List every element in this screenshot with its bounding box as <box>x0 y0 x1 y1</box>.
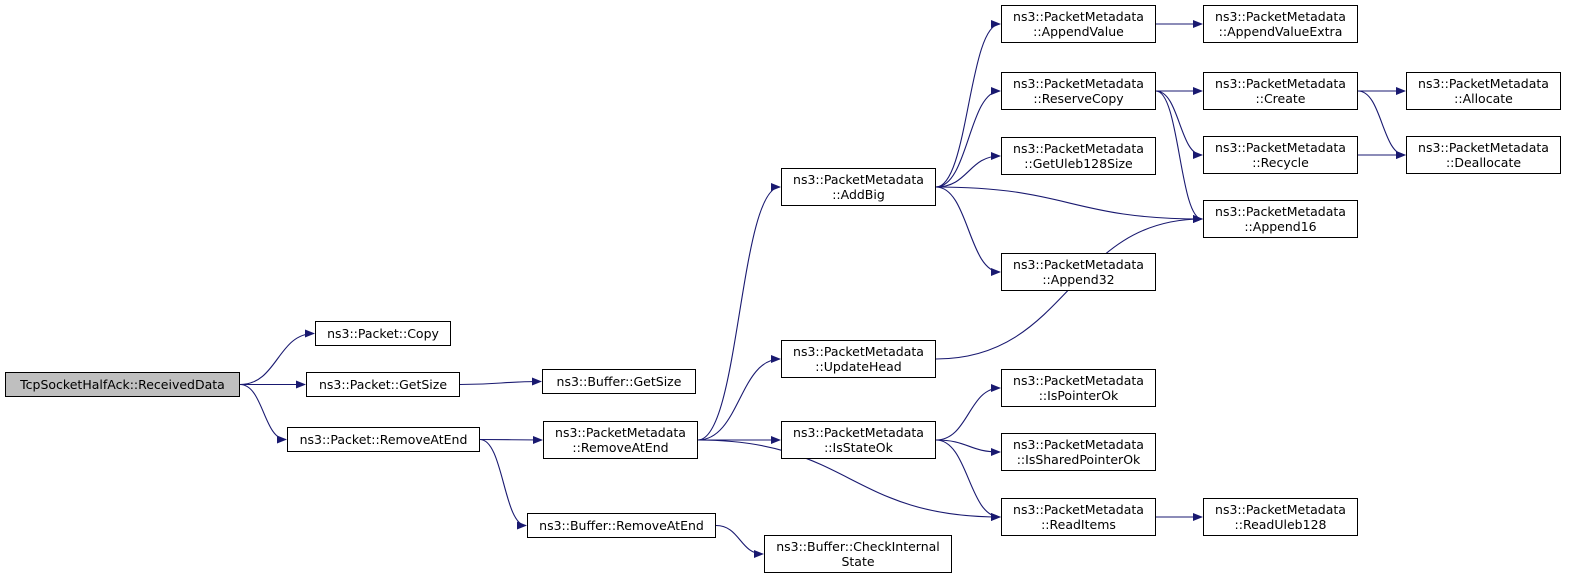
node-label-line: ns3::PacketMetadata <box>1013 257 1144 272</box>
node-label-line: ::ReadItems <box>1041 517 1116 532</box>
edge-root-to-removeatend <box>239 383 287 444</box>
edge-getsize-to-buf_getsize <box>459 377 542 386</box>
node-readitems[interactable]: ns3::PacketMetadata::ReadItems <box>1001 498 1156 536</box>
edge-isstateok-to-issharedptr <box>935 439 1001 456</box>
node-label-line: ns3::PacketMetadata <box>1013 141 1144 156</box>
node-buf_removeatend[interactable]: ns3::Buffer::RemoveAtEnd <box>527 513 716 538</box>
node-copy[interactable]: ns3::Packet::Copy <box>315 321 451 346</box>
node-label-line: ::IsPointerOk <box>1038 388 1119 403</box>
edge-isstateok-to-ispointerok <box>935 384 1001 441</box>
node-ispointerok[interactable]: ns3::PacketMetadata::IsPointerOk <box>1001 369 1156 407</box>
node-label-line: ::AppendValueExtra <box>1218 24 1343 39</box>
edge-pm_removeatend-to-addbig <box>697 183 781 441</box>
edge-reservecopy-to-append16 <box>1155 90 1203 223</box>
node-label-line: ns3::Buffer::RemoveAtEnd <box>539 518 704 533</box>
node-label-line: ns3::Buffer::GetSize <box>556 374 682 389</box>
node-label-line: ns3::PacketMetadata <box>1013 437 1144 452</box>
node-recycle[interactable]: ns3::PacketMetadata::Recycle <box>1203 136 1358 174</box>
edge-addbig-to-append32 <box>935 186 1001 276</box>
node-label-line: ns3::Packet::GetSize <box>318 377 448 392</box>
node-label-line: ns3::PacketMetadata <box>1215 9 1346 24</box>
node-label-line: ns3::PacketMetadata <box>793 344 924 359</box>
edge-isstateok-to-readitems <box>935 439 1001 521</box>
node-label-line: ns3::Packet::Copy <box>327 326 439 341</box>
edge-reservecopy-to-recycle <box>1155 90 1203 159</box>
node-issharedptr[interactable]: ns3::PacketMetadata::IsSharedPointerOk <box>1001 433 1156 471</box>
edge-create-to-deallocate <box>1357 90 1406 159</box>
node-label-line: ::ReserveCopy <box>1033 91 1124 106</box>
node-getuleb[interactable]: ns3::PacketMetadata::GetUleb128Size <box>1001 137 1156 175</box>
node-append16[interactable]: ns3::PacketMetadata::Append16 <box>1203 200 1358 238</box>
node-label-line: ::AppendValue <box>1033 24 1124 39</box>
edge-addbig-to-appendvalue <box>935 20 1001 188</box>
node-label-line: ::Deallocate <box>1445 155 1522 170</box>
node-label-line: ns3::PacketMetadata <box>1215 204 1346 219</box>
node-label-line: ::IsSharedPointerOk <box>1016 452 1141 467</box>
node-label-line: State <box>841 554 875 569</box>
node-buf_getsize[interactable]: ns3::Buffer::GetSize <box>542 369 696 394</box>
node-label-line: ns3::PacketMetadata <box>555 425 686 440</box>
edge-pm_removeatend-to-readitems <box>697 439 1001 521</box>
node-label-line: ns3::PacketMetadata <box>793 172 924 187</box>
node-readuleb[interactable]: ns3::PacketMetadata::ReadUleb128 <box>1203 498 1358 536</box>
node-label-line: ::UpdateHead <box>815 359 902 374</box>
node-label-line: ns3::PacketMetadata <box>1013 9 1144 24</box>
node-label-line: ::Append16 <box>1244 219 1317 234</box>
node-append32[interactable]: ns3::PacketMetadata::Append32 <box>1001 253 1156 291</box>
node-label-line: ::Recycle <box>1252 155 1309 170</box>
node-removeatend[interactable]: ns3::Packet::RemoveAtEnd <box>287 427 480 452</box>
node-label-line: ::ReadUleb128 <box>1234 517 1327 532</box>
edge-addbig-to-append16 <box>935 186 1203 223</box>
node-label-line: ns3::PacketMetadata <box>1013 76 1144 91</box>
node-label-line: ::Allocate <box>1454 91 1513 106</box>
node-deallocate[interactable]: ns3::PacketMetadata::Deallocate <box>1406 136 1561 174</box>
edge-root-to-copy <box>239 329 315 386</box>
edge-buf_removeatend-to-checkinternal <box>715 524 764 558</box>
node-label-line: TcpSocketHalfAck::ReceivedData <box>20 377 225 392</box>
node-label-line: ::GetUleb128Size <box>1024 156 1133 171</box>
node-label-line: ns3::Buffer::CheckInternal <box>776 539 940 554</box>
node-label-line: ::AddBig <box>832 187 885 202</box>
node-create[interactable]: ns3::PacketMetadata::Create <box>1203 72 1358 110</box>
node-appendvalue[interactable]: ns3::PacketMetadata::AppendValue <box>1001 5 1156 43</box>
node-getsize[interactable]: ns3::Packet::GetSize <box>306 372 460 397</box>
node-addbig[interactable]: ns3::PacketMetadata::AddBig <box>781 168 936 206</box>
node-label-line: ::IsStateOk <box>824 440 893 455</box>
node-label-line: ns3::PacketMetadata <box>793 425 924 440</box>
node-appendvalueextra[interactable]: ns3::PacketMetadata::AppendValueExtra <box>1203 5 1358 43</box>
node-root: TcpSocketHalfAck::ReceivedData <box>5 372 240 397</box>
node-label-line: ::Create <box>1255 91 1306 106</box>
node-allocate[interactable]: ns3::PacketMetadata::Allocate <box>1406 72 1561 110</box>
node-label-line: ns3::PacketMetadata <box>1013 502 1144 517</box>
edge-pm_removeatend-to-updatehead <box>697 355 781 441</box>
node-reservecopy[interactable]: ns3::PacketMetadata::ReserveCopy <box>1001 72 1156 110</box>
node-label-line: ns3::PacketMetadata <box>1215 76 1346 91</box>
node-label-line: ns3::PacketMetadata <box>1215 140 1346 155</box>
node-updatehead[interactable]: ns3::PacketMetadata::UpdateHead <box>781 340 936 378</box>
node-label-line: ::RemoveAtEnd <box>572 440 669 455</box>
node-pm_removeatend[interactable]: ns3::PacketMetadata::RemoveAtEnd <box>543 421 698 459</box>
edge-addbig-to-getuleb <box>935 152 1001 188</box>
edge-removeatend-to-pm_removeatend <box>479 435 543 444</box>
node-label-line: ns3::PacketMetadata <box>1418 76 1549 91</box>
node-label-line: ns3::Packet::RemoveAtEnd <box>299 432 468 447</box>
node-isstateok[interactable]: ns3::PacketMetadata::IsStateOk <box>781 421 936 459</box>
node-label-line: ns3::PacketMetadata <box>1215 502 1346 517</box>
node-label-line: ns3::PacketMetadata <box>1418 140 1549 155</box>
node-label-line: ns3::PacketMetadata <box>1013 373 1144 388</box>
node-label-line: ::Append32 <box>1042 272 1115 287</box>
edge-removeatend-to-buf_removeatend <box>479 438 527 530</box>
edge-addbig-to-reservecopy <box>935 87 1001 188</box>
